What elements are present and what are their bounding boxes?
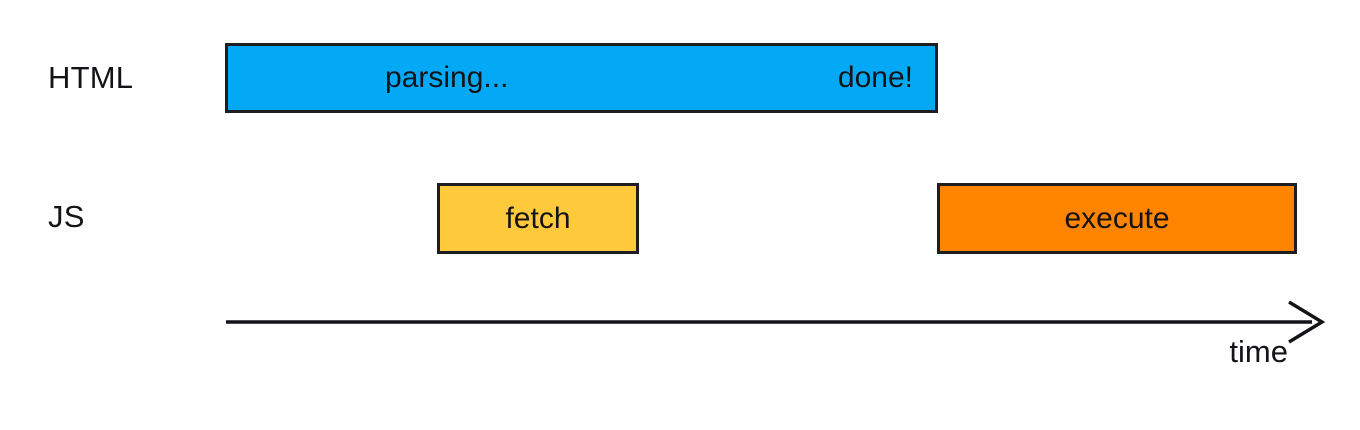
row-label-js: JS (48, 199, 85, 234)
time-axis (220, 296, 1330, 352)
html-bar-done-label: done! (837, 61, 913, 94)
html-parsing-bar: parsing... done! (225, 43, 938, 113)
time-axis-label: time (1229, 334, 1288, 369)
time-axis-arrow-icon (226, 300, 1326, 344)
html-bar-parsing-label: parsing... (385, 61, 509, 94)
js-execute-label: execute (1064, 201, 1170, 235)
js-fetch-label: fetch (505, 201, 571, 235)
js-execute-block: execute (937, 183, 1297, 254)
js-fetch-block: fetch (437, 183, 639, 254)
row-label-html: HTML (48, 60, 134, 95)
